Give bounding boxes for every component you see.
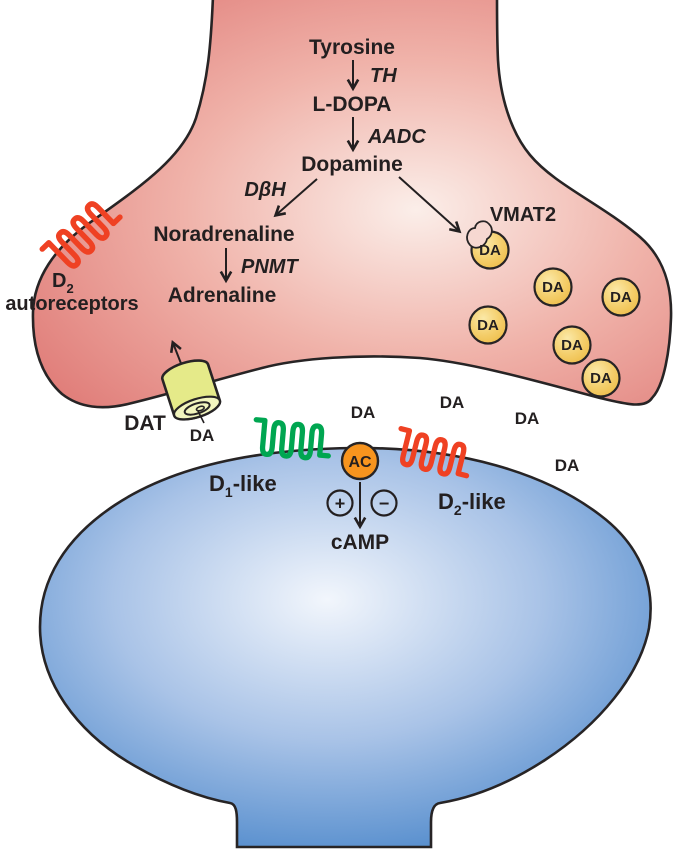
dat-uptake-arrow bbox=[173, 343, 183, 367]
plus-sign: + bbox=[335, 494, 346, 514]
tyrosine-label: Tyrosine bbox=[309, 36, 395, 59]
d1-like-label: D1-like bbox=[209, 471, 277, 500]
th-enzyme-label: TH bbox=[370, 65, 397, 87]
postsynaptic-neuron bbox=[38, 446, 652, 849]
cleft-da-label: DA bbox=[351, 403, 376, 422]
d2-autoreceptor-label: D2 bbox=[52, 270, 74, 296]
d2-autoreceptor-label-line2: autoreceptors bbox=[5, 293, 138, 315]
camp-label: cAMP bbox=[331, 531, 389, 554]
d1-receptor-icon bbox=[253, 420, 331, 460]
ldopa-label: L-DOPA bbox=[313, 93, 392, 116]
synaptic-vesicle: DA bbox=[581, 358, 621, 398]
da-into-dat-line bbox=[197, 410, 205, 424]
aadc-enzyme-label: AADC bbox=[367, 126, 426, 148]
svg-text:DA: DA bbox=[590, 370, 612, 387]
svg-text:DA: DA bbox=[610, 289, 632, 306]
presynaptic-terminal bbox=[31, 0, 673, 409]
dat-label: DAT bbox=[124, 412, 166, 435]
synaptic-vesicle: DA bbox=[601, 277, 641, 317]
dat-transporter bbox=[160, 359, 222, 421]
synaptic-vesicle: DA bbox=[533, 267, 573, 307]
ac-enzyme-circle bbox=[340, 441, 380, 481]
cleft-da-label: DA bbox=[515, 409, 540, 428]
dbh-enzyme-label: DβH bbox=[244, 179, 286, 201]
adrenaline-label: Adrenaline bbox=[168, 284, 277, 307]
svg-text:DA: DA bbox=[477, 317, 499, 334]
noradrenaline-label: Noradrenaline bbox=[153, 223, 294, 246]
minus-sign: − bbox=[379, 494, 390, 514]
stimulatory-sign-circle bbox=[326, 489, 354, 517]
cleft-da-label: DA bbox=[440, 393, 465, 412]
synaptic-vesicle: DA bbox=[552, 325, 592, 365]
d2-like-label: D2-like bbox=[438, 489, 506, 518]
synaptic-vesicle: DA bbox=[468, 305, 508, 345]
svg-text:DA: DA bbox=[561, 337, 583, 354]
synaptic-vesicles: DA DA DA DA DA DA bbox=[466, 220, 641, 398]
ac-label: AC bbox=[348, 454, 372, 471]
pnmt-enzyme-label: PNMT bbox=[241, 256, 299, 278]
svg-text:DA: DA bbox=[479, 242, 501, 259]
cleft-da-label: DA bbox=[555, 456, 580, 475]
dat-da-label: DA bbox=[190, 426, 215, 445]
svg-text:DA: DA bbox=[542, 279, 564, 296]
dopamine-label: Dopamine bbox=[301, 153, 403, 176]
vmat2-transporter-blob bbox=[466, 220, 493, 249]
inhibitory-sign-circle bbox=[370, 489, 398, 517]
vmat2-label: VMAT2 bbox=[490, 204, 556, 226]
synaptic-vesicle: DA bbox=[466, 220, 510, 270]
arrow-dopamine-vesicle bbox=[398, 176, 459, 231]
arrow-dopamine-noradrenaline bbox=[276, 178, 318, 215]
